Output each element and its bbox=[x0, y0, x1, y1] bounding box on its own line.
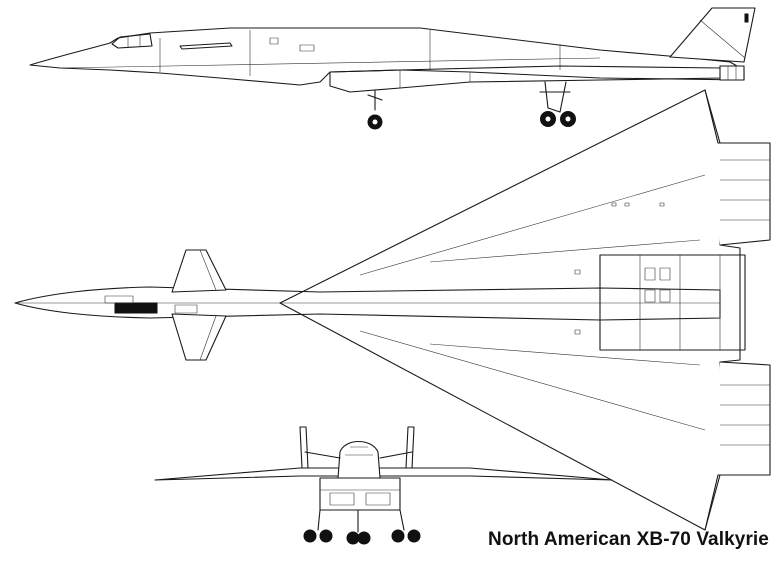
side-main-gear bbox=[540, 82, 576, 127]
side-engine-box bbox=[330, 66, 722, 92]
plan-wingtip-upper bbox=[705, 90, 770, 245]
plan-wing bbox=[280, 90, 740, 530]
plan-view bbox=[15, 90, 770, 530]
front-tail-right bbox=[406, 427, 414, 468]
front-tail-left bbox=[300, 427, 308, 468]
plan-canard-upper bbox=[172, 250, 226, 292]
side-nose-gear bbox=[368, 90, 382, 129]
plan-wingtip-lower bbox=[705, 362, 770, 530]
front-wing bbox=[155, 468, 612, 480]
front-canards bbox=[305, 452, 412, 458]
plan-engine-bay bbox=[600, 255, 745, 350]
front-intake-box bbox=[320, 478, 400, 510]
front-view bbox=[155, 427, 612, 544]
side-fuselage bbox=[30, 28, 744, 85]
side-canard bbox=[180, 43, 232, 49]
drawing-caption: North American XB-70 Valkyrie bbox=[488, 529, 769, 550]
front-landing-gear bbox=[304, 510, 420, 544]
plan-canard-lower bbox=[172, 314, 226, 360]
side-vertical-tail bbox=[670, 8, 755, 62]
side-view bbox=[30, 8, 755, 129]
side-canopy bbox=[112, 34, 152, 48]
front-cockpit bbox=[338, 442, 380, 479]
